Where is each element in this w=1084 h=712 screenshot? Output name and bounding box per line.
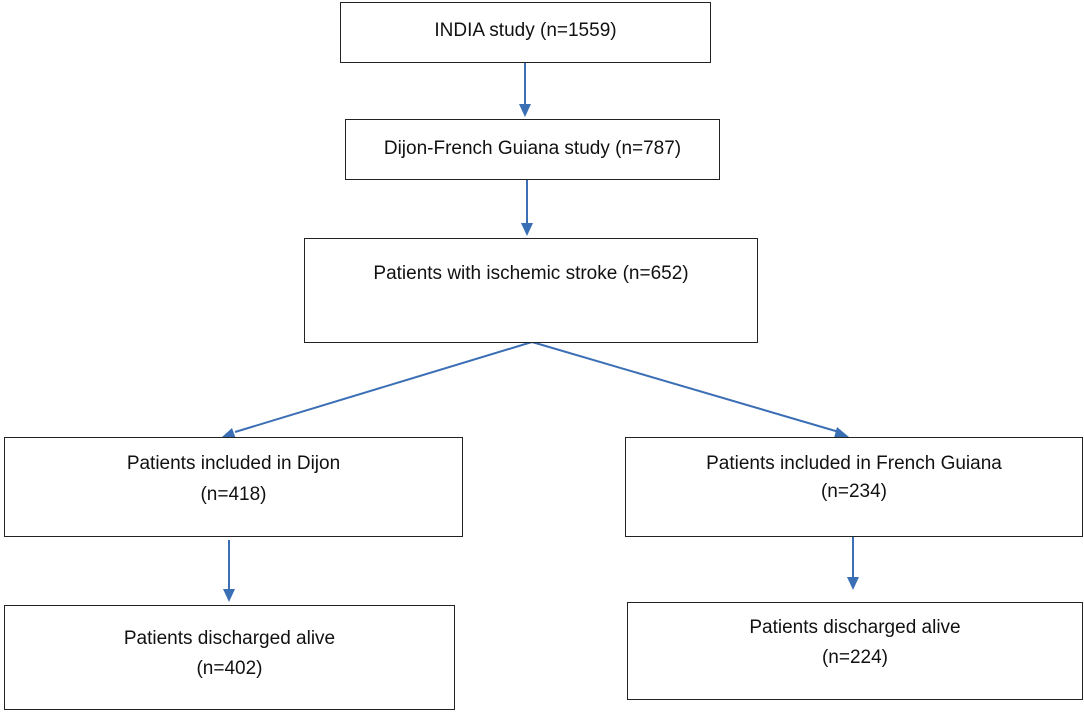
box-dijon-included-line2: (n=418) — [200, 484, 267, 505]
box-french-guiana-discharged-line2: (n=224) — [821, 647, 889, 668]
box-ischemic-stroke: Patients with ischemic stroke (n=652) — [304, 238, 758, 343]
arrow-india-to-dijon-guiana — [519, 62, 531, 117]
box-india-study-text: INDIA study (n=1559) — [434, 20, 617, 41]
box-dijon-french-guiana-study-text: Dijon-French Guiana study (n=787) — [383, 138, 682, 159]
box-india-study: INDIA study (n=1559) — [340, 2, 711, 63]
arrow-dijon-to-discharged — [223, 540, 235, 602]
arrow-guiana-to-discharged — [847, 537, 859, 590]
arrow-ischemic-to-dijon — [222, 341, 533, 439]
box-french-guiana-included: Patients included in French Guiana (n=23… — [625, 437, 1083, 537]
box-french-guiana-included-line1: Patients included in French Guiana — [706, 453, 1002, 474]
box-dijon-french-guiana-study: Dijon-French Guiana study (n=787) — [345, 119, 720, 180]
box-french-guiana-discharged: Patients discharged alive (n=224) — [627, 602, 1083, 700]
arrow-ischemic-to-guiana — [531, 341, 849, 438]
box-dijon-included: Patients included in Dijon (n=418) — [4, 437, 463, 537]
box-ischemic-stroke-text: Patients with ischemic stroke (n=652) — [373, 263, 689, 284]
box-french-guiana-discharged-line1: Patients discharged alive — [749, 617, 961, 638]
box-dijon-included-line1: Patients included in Dijon — [126, 453, 341, 474]
box-dijon-discharged-line1: Patients discharged alive — [123, 628, 336, 649]
box-dijon-discharged-line2: (n=402) — [196, 658, 263, 679]
arrow-dijon-guiana-to-ischemic — [521, 178, 533, 236]
box-dijon-discharged: Patients discharged alive (n=402) — [4, 605, 455, 710]
box-french-guiana-included-line2: (n=234) — [820, 481, 888, 502]
